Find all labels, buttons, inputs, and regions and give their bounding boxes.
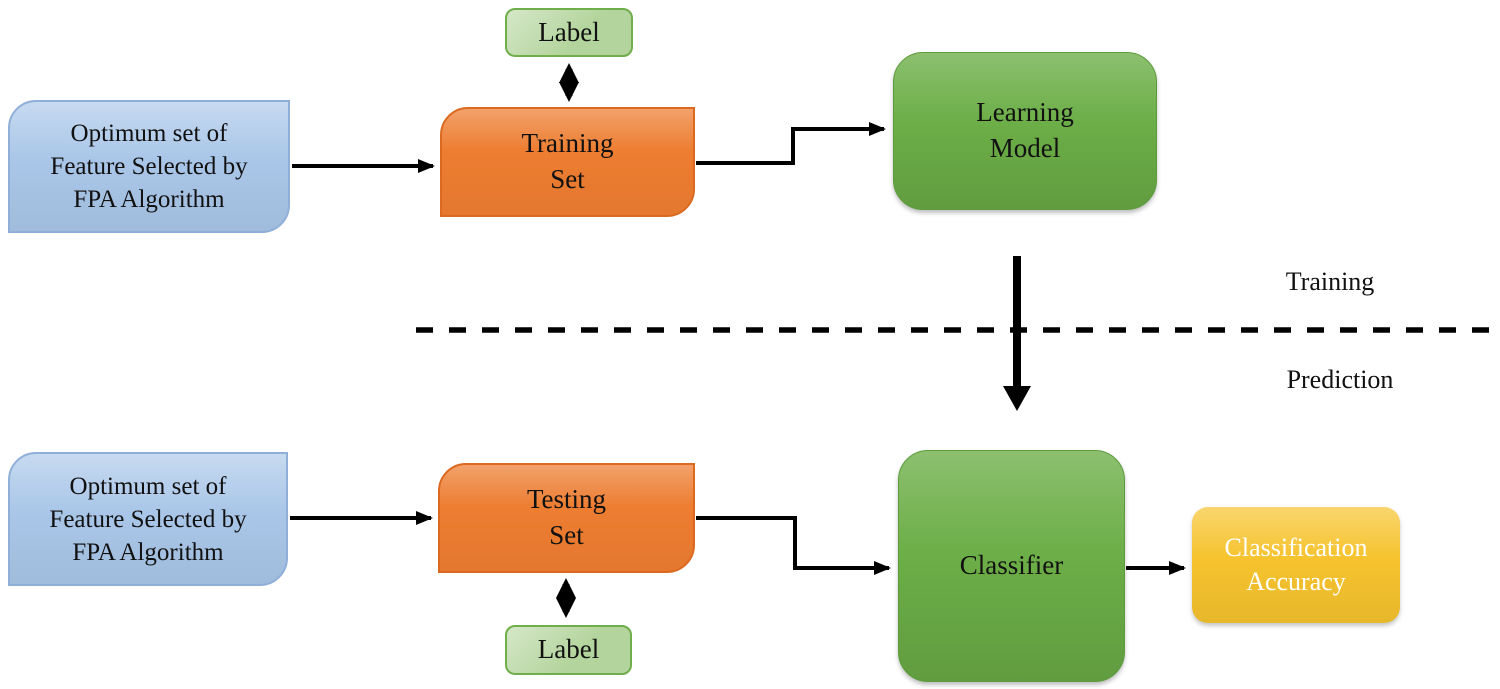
node-text-line: Set xyxy=(550,164,585,194)
node-text-line: FPA Algorithm xyxy=(73,186,225,213)
node-text-line: Model xyxy=(989,133,1061,163)
node-text-line: Set xyxy=(549,520,584,550)
node-classification-accuracy: Classification Accuracy xyxy=(1192,507,1400,623)
section-label-prediction: Prediction xyxy=(1286,365,1394,394)
thick-arrow-learning-to-classifier-head xyxy=(1003,386,1031,411)
node-text-line: Feature Selected by xyxy=(49,505,247,533)
node-learning-model: Learning Model xyxy=(893,52,1157,210)
node-text-line: Learning xyxy=(976,97,1074,128)
node-text-line: Feature Selected by xyxy=(50,153,248,180)
arrow-training-set-to-learning-model xyxy=(696,122,886,165)
node-text-line: Label xyxy=(537,634,600,665)
node-text-line: Testing xyxy=(526,484,607,515)
node-text-line: Classifier xyxy=(959,550,1064,581)
node-label-prediction: Label xyxy=(505,625,632,675)
node-text-line: Optimum set of xyxy=(70,120,228,147)
arrow-testing-set-to-classifier xyxy=(696,516,891,575)
node-text-line: Classification xyxy=(1224,532,1368,562)
node-label-training: Label xyxy=(505,8,633,57)
node-text-line: FPA Algorithm xyxy=(72,538,224,566)
node-text-line: Optimum set of xyxy=(69,472,227,500)
node-text-line: Label xyxy=(538,16,600,47)
node-optimum-features-prediction: Optimum set of Feature Selected by FPA A… xyxy=(8,452,288,586)
node-testing-set: Testing Set xyxy=(438,463,695,573)
node-training-set: Training Set xyxy=(440,107,695,217)
node-text-line: Training xyxy=(521,128,614,159)
node-text-line: Accuracy xyxy=(1246,567,1346,596)
node-optimum-features-training: Optimum set of Feature Selected by FPA A… xyxy=(8,100,290,233)
node-classifier: Classifier xyxy=(898,450,1125,682)
section-label-training: Training xyxy=(1285,267,1375,296)
